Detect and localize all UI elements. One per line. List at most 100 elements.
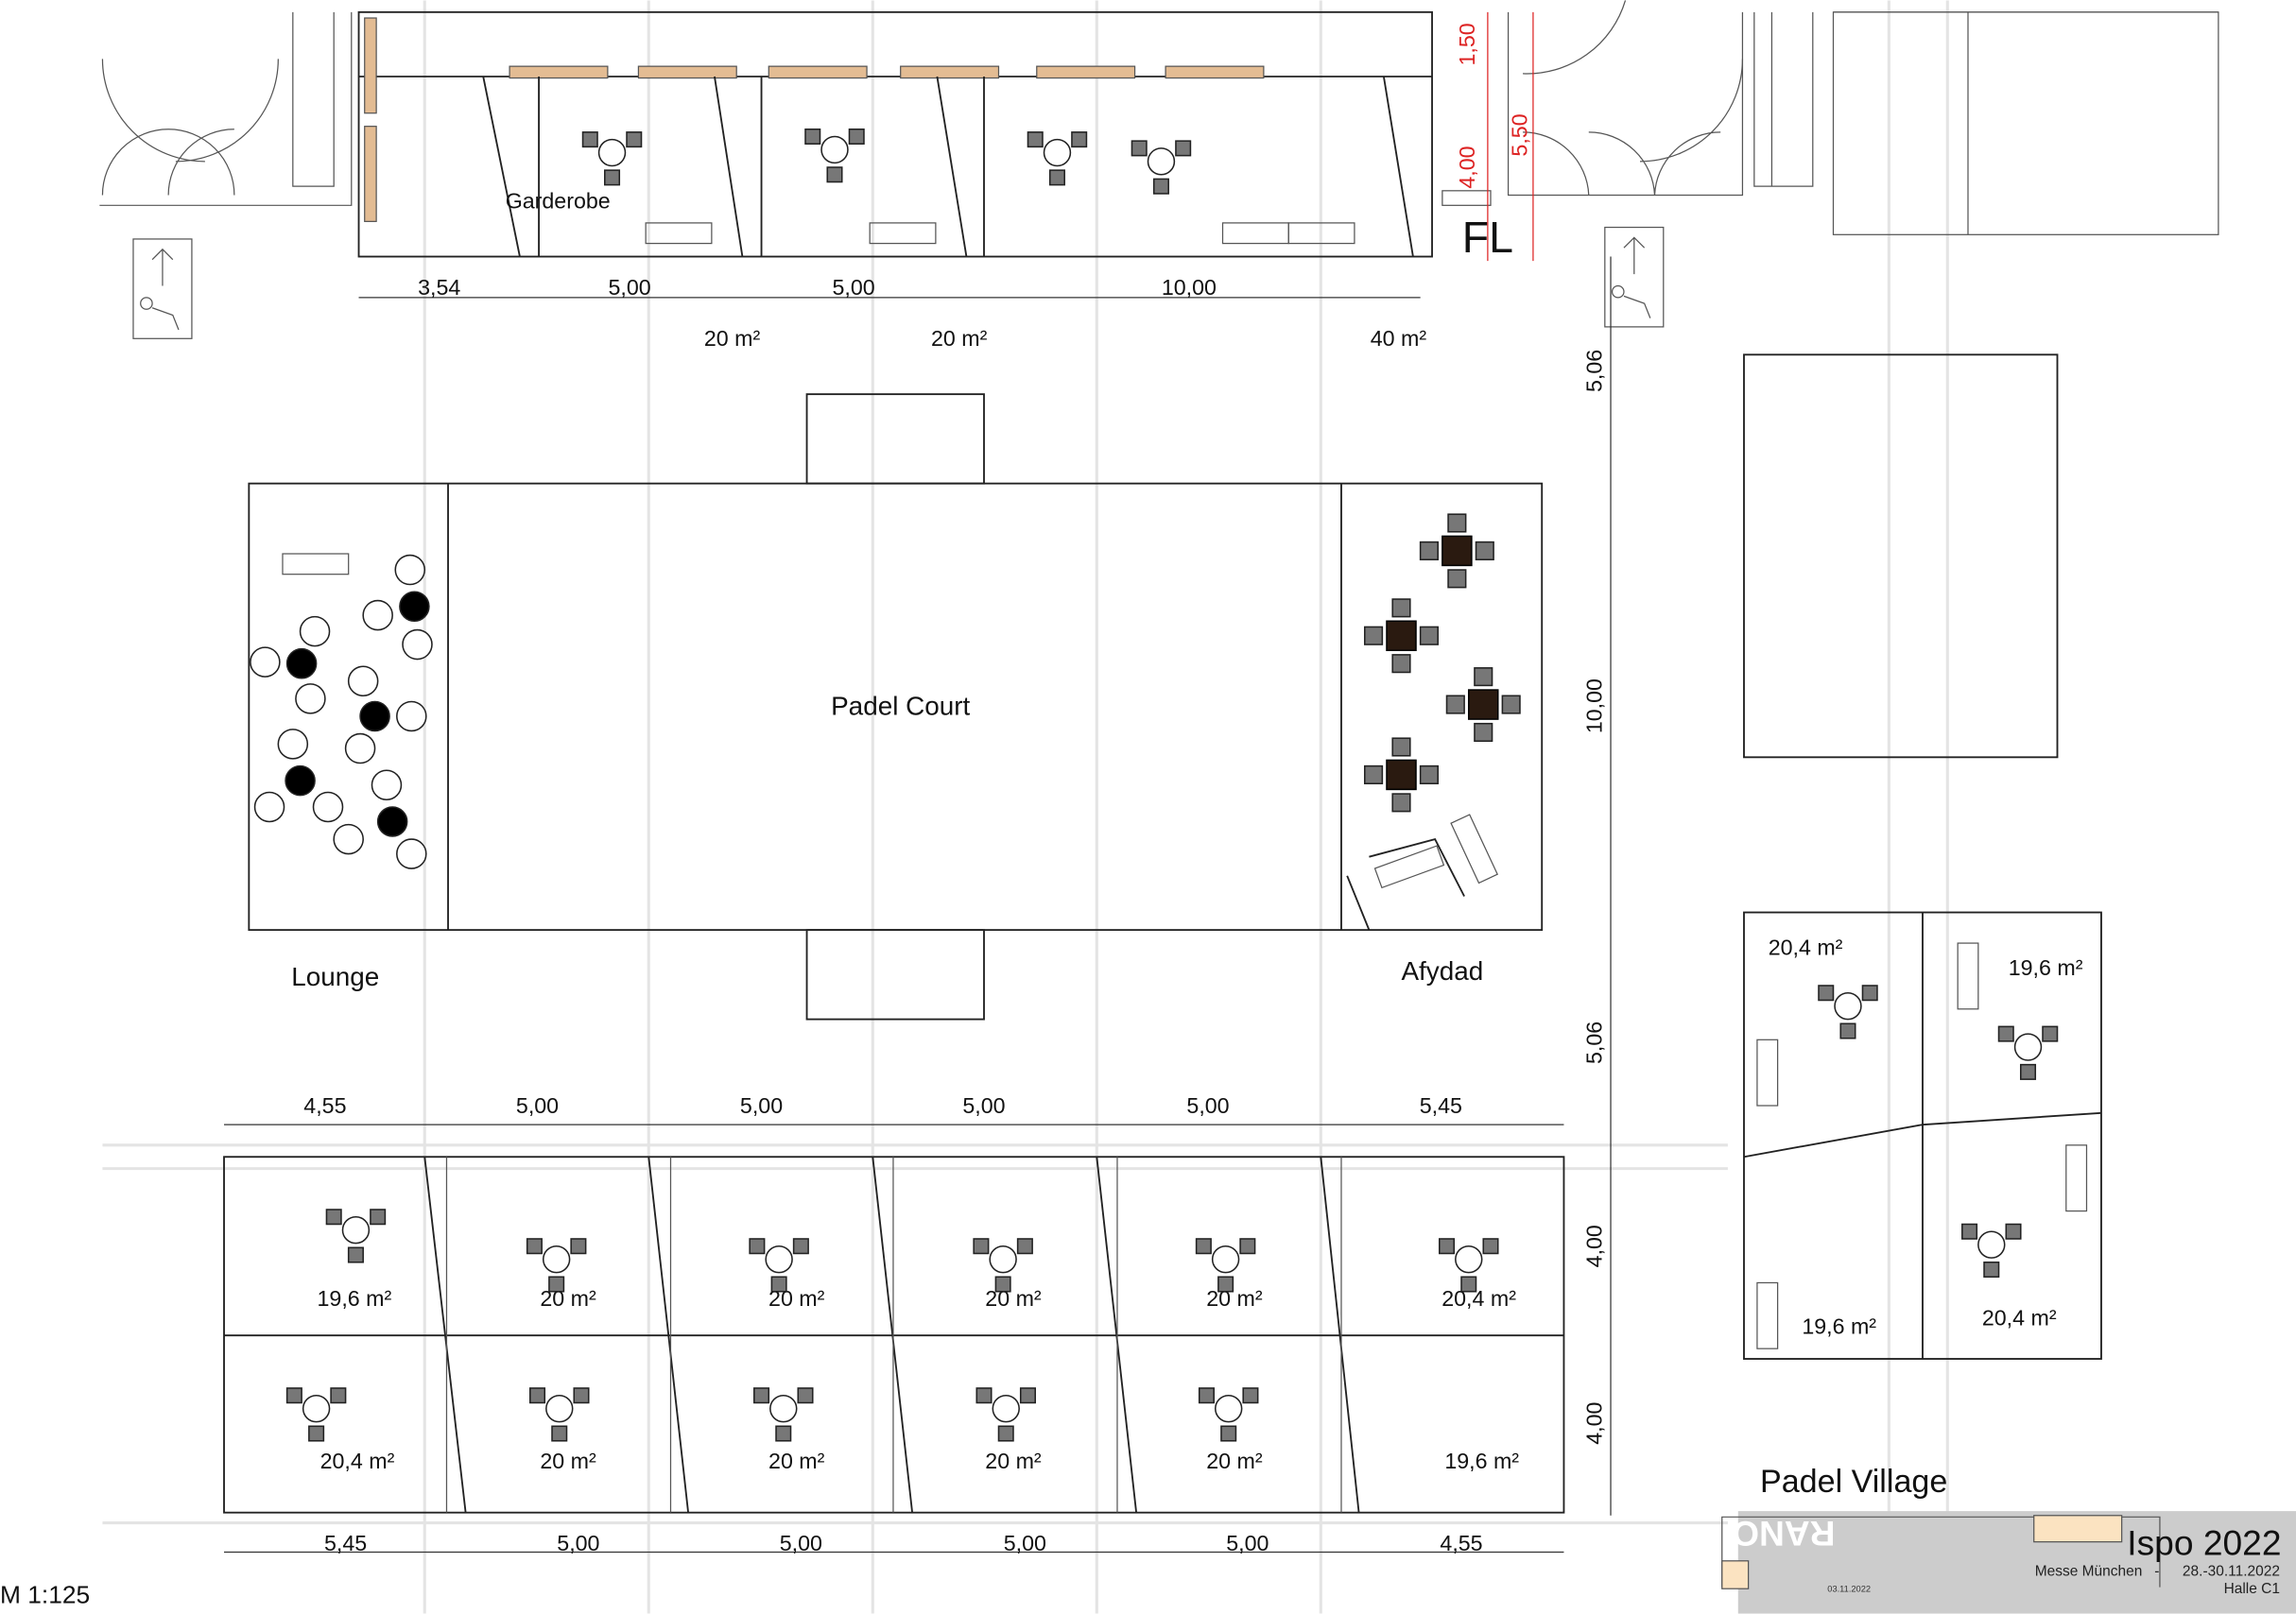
hall: Halle C1 bbox=[2224, 1581, 2280, 1597]
dim: 4,00 bbox=[1582, 1402, 1607, 1445]
label: 20 m² bbox=[540, 1449, 596, 1473]
top-booths: Garderobe bbox=[357, 10, 1433, 258]
area-label: 20 m² bbox=[931, 326, 988, 351]
building-walls bbox=[99, 0, 2219, 235]
area-label: 20 m² bbox=[704, 326, 761, 351]
label: 5,00 bbox=[557, 1531, 599, 1555]
stool-icon bbox=[402, 628, 433, 661]
seating-group-icon bbox=[804, 128, 865, 183]
label: 20,4 m² bbox=[320, 1449, 395, 1473]
label: 19,6 m² bbox=[1444, 1449, 1519, 1473]
separator: - bbox=[2154, 1563, 2159, 1579]
label: 5,00 bbox=[1186, 1093, 1229, 1118]
stool-icon bbox=[362, 599, 393, 631]
red-dim: 1,50 bbox=[1455, 23, 1479, 65]
exit-sign-icon bbox=[132, 238, 193, 339]
fire-lane: FL 1,50 4,00 5,50 bbox=[1441, 11, 1534, 262]
stool-icon bbox=[250, 646, 281, 678]
dim: 5,00 bbox=[833, 275, 875, 300]
padel-court-label: Padel Court bbox=[831, 691, 970, 720]
table-with-chairs-icon bbox=[1445, 667, 1521, 743]
seating-group-icon bbox=[973, 1238, 1033, 1293]
lounge-label: Lounge bbox=[291, 962, 379, 991]
garderobe-label: Garderobe bbox=[506, 188, 611, 213]
seating-group-icon bbox=[753, 1387, 814, 1442]
label: 20 m² bbox=[768, 1449, 825, 1473]
label: 5,00 bbox=[962, 1093, 1005, 1118]
label: 4,55 bbox=[1440, 1531, 1482, 1555]
seating-group-icon bbox=[1027, 131, 1088, 186]
table-with-chairs-icon bbox=[1363, 737, 1439, 813]
label: 20,4 m² bbox=[1441, 1286, 1516, 1311]
area-label: 19,6 m² bbox=[1802, 1314, 1876, 1339]
dim: 3,54 bbox=[418, 275, 460, 300]
seating-group-icon bbox=[529, 1387, 590, 1442]
seating-group-icon bbox=[1818, 985, 1878, 1039]
center-area: Padel Court Lounge Afydad bbox=[248, 393, 1544, 1021]
table-with-chairs-icon bbox=[1419, 513, 1494, 589]
label: 5,45 bbox=[324, 1531, 367, 1555]
stool-icon bbox=[376, 806, 408, 837]
stool-icon bbox=[394, 554, 426, 586]
event-name: Ispo 2022 bbox=[2127, 1523, 2281, 1563]
stool-icon bbox=[396, 700, 427, 732]
table-with-chairs-icon bbox=[1363, 598, 1439, 674]
red-dim: 5,50 bbox=[1508, 113, 1532, 156]
top-dimensions: 3,54 5,00 5,00 10,00 20 m² 20 m² 40 m² bbox=[358, 275, 1427, 351]
stool-icon bbox=[277, 729, 309, 760]
stool-icon bbox=[396, 838, 427, 869]
area-label: 19,6 m² bbox=[2009, 955, 2083, 980]
stool-icon bbox=[285, 647, 318, 679]
dim: 10,00 bbox=[1162, 275, 1217, 300]
stool-icon bbox=[285, 764, 316, 797]
label: 5,45 bbox=[1420, 1093, 1462, 1118]
bottom-booths: 4,55 5,00 5,00 5,00 5,00 5,45 5,45 5,00 5,00 5,00… bbox=[223, 1093, 1565, 1555]
seating-group-icon bbox=[1961, 1223, 2022, 1279]
seating-group-icon bbox=[1198, 1387, 1259, 1442]
scale-label: M 1:125 bbox=[0, 1581, 90, 1609]
label: 5,00 bbox=[1226, 1531, 1269, 1555]
label: 5,00 bbox=[516, 1093, 559, 1118]
stool-icon bbox=[333, 823, 364, 855]
seating-group-icon bbox=[1131, 140, 1192, 195]
background-grid bbox=[102, 0, 1949, 1614]
seating-group-icon bbox=[325, 1209, 387, 1263]
seating-group-icon bbox=[1997, 1025, 2059, 1080]
dim: 5,06 bbox=[1582, 1022, 1607, 1064]
label: 19,6 m² bbox=[318, 1286, 392, 1311]
title-block: RANO 03.11.2022 Ispo 2022 Messe München … bbox=[1721, 1511, 2296, 1614]
label: 5,00 bbox=[1004, 1531, 1046, 1555]
label: 5,00 bbox=[780, 1531, 822, 1555]
seating-group-icon bbox=[1438, 1238, 1499, 1293]
area-label: 40 m² bbox=[1371, 326, 1427, 351]
logo: RANO bbox=[1732, 1514, 1835, 1554]
plan-title: Padel Village bbox=[1760, 1464, 1947, 1500]
seating-group-icon bbox=[749, 1238, 809, 1293]
dim: 5,06 bbox=[1582, 350, 1607, 392]
seating-group-icon bbox=[1195, 1238, 1256, 1293]
dim: 4,00 bbox=[1582, 1225, 1607, 1267]
exit-sign-icon bbox=[1604, 226, 1665, 328]
stool-icon bbox=[371, 769, 403, 801]
seating-group-icon bbox=[285, 1387, 347, 1442]
area-label: 20,4 m² bbox=[1769, 935, 1843, 959]
seating-group-icon bbox=[975, 1387, 1036, 1442]
label: 5,00 bbox=[740, 1093, 783, 1118]
stool-icon bbox=[399, 591, 430, 623]
stool-icon bbox=[312, 791, 344, 823]
dim: 5,00 bbox=[609, 275, 651, 300]
label: 20 m² bbox=[1206, 1286, 1263, 1311]
plan-date: 03.11.2022 bbox=[1827, 1584, 1871, 1593]
vertical-dimensions: 5,06 10,00 5,06 4,00 4,00 bbox=[1582, 256, 1612, 1516]
venue: Messe München bbox=[2035, 1563, 2143, 1579]
seating-group-icon bbox=[581, 131, 643, 186]
label: 4,55 bbox=[303, 1093, 346, 1118]
right-booths: 20,4 m² 19,6 m² 19,6 m² 20,4 m² bbox=[1743, 353, 2102, 1360]
label: 20 m² bbox=[1206, 1449, 1263, 1473]
event-dates: 28.-30.11.2022 bbox=[2183, 1563, 2280, 1579]
seating-group-icon bbox=[526, 1238, 587, 1293]
stool-icon bbox=[299, 615, 331, 647]
stool-icon bbox=[295, 683, 326, 714]
label: 20 m² bbox=[985, 1449, 1042, 1473]
